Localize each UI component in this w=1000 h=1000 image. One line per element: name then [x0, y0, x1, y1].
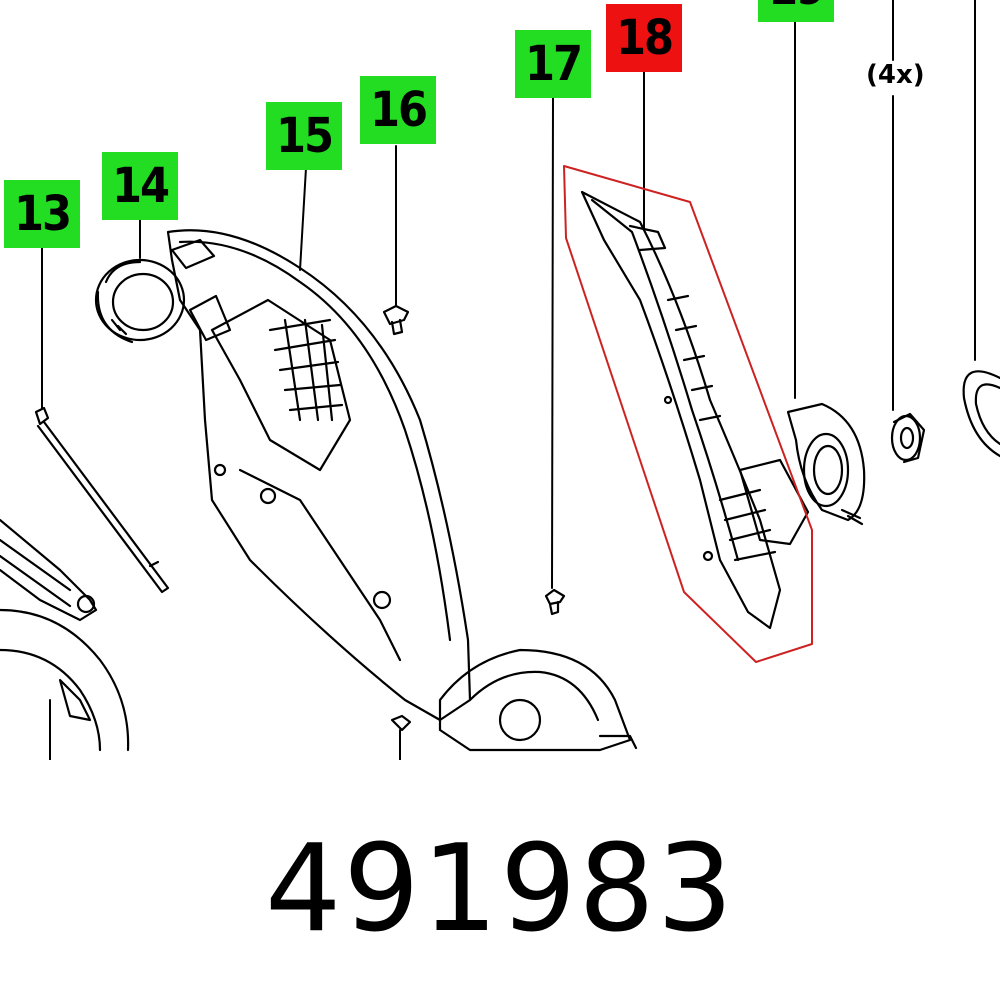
quantity-note: (4x)	[866, 60, 925, 90]
highlight-outline	[563, 165, 813, 663]
ring-partial	[962, 370, 1000, 458]
callout-13: 13	[4, 180, 80, 248]
part-17-screw	[544, 588, 566, 616]
part-14-sleeve	[94, 258, 186, 344]
left-arm-assembly	[0, 518, 130, 752]
part-19-flange	[786, 402, 866, 526]
callout-16: 16	[360, 76, 436, 144]
part-18-guard-cover	[580, 190, 810, 630]
callout-19: 19	[758, 0, 834, 22]
part-number: 491983	[264, 820, 736, 959]
callout-14: 14	[102, 152, 178, 220]
callout-15: 15	[266, 102, 342, 170]
part-13-rod	[34, 406, 170, 594]
washer-4x	[890, 412, 926, 464]
part-16-screw	[382, 304, 410, 336]
callout-17: 17	[515, 30, 591, 98]
leader-lines	[41, 0, 976, 760]
lower-assembly	[438, 648, 638, 752]
exploded-parts-diagram	[0, 0, 1000, 760]
part-15-guard-housing	[166, 229, 472, 722]
callout-18: 18	[606, 4, 682, 72]
screw-small	[390, 714, 412, 732]
